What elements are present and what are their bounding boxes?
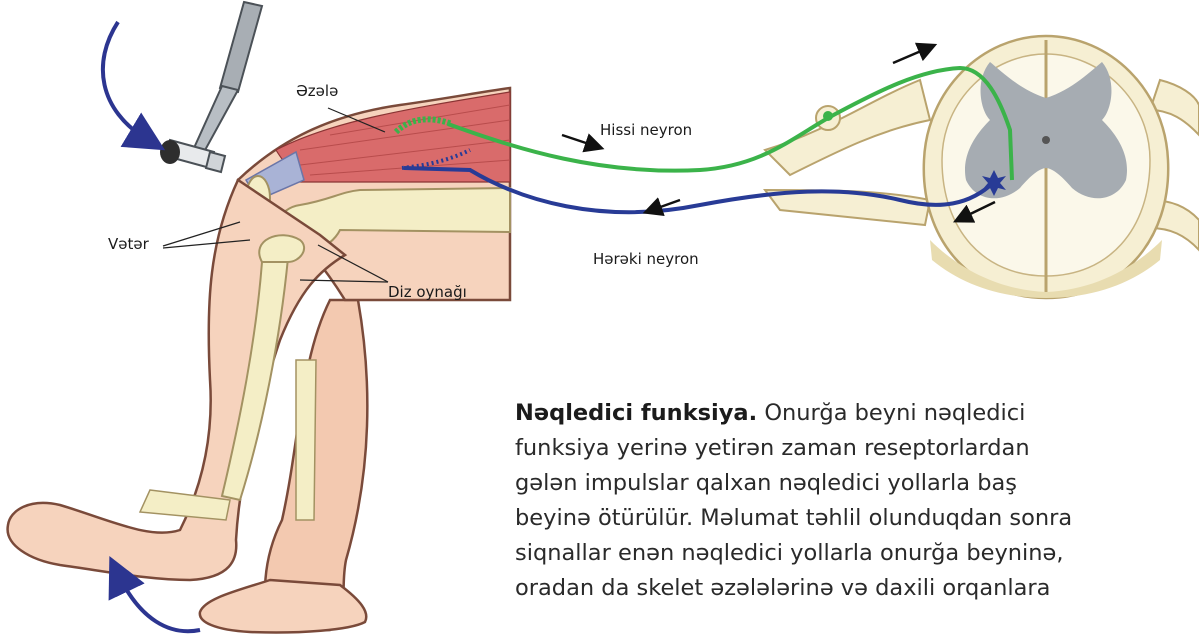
tap-arrow xyxy=(103,22,148,140)
paragraph-line-1: Onurğa beyni nəqledici xyxy=(764,400,1025,426)
reflex-hammer xyxy=(160,2,262,172)
label-sensory-neuron: Hissi neyron xyxy=(600,121,692,139)
arrow-sensory-in xyxy=(562,135,595,146)
paragraph-line-3: gələn impulslar qalxan nəqledici yollarl… xyxy=(515,466,1199,501)
paragraph-line-6: oradan da skelet əzələlərinə və daxili o… xyxy=(515,571,1199,606)
label-muscle: Əzələ xyxy=(296,82,338,100)
paragraph-line-2: funksiya yerinə yetirən zaman reseptorla… xyxy=(515,431,1199,466)
label-tendon: Vətər xyxy=(108,235,149,253)
back-foot xyxy=(200,580,366,633)
description-paragraph: Nəqledici funksiya. Onurğa beyni nəqledi… xyxy=(515,396,1199,606)
paragraph-heading: Nəqledici funksiya. xyxy=(515,400,757,426)
paragraph-line-4: beyinə ötürülür. Məlumat təhlil olunduqd… xyxy=(515,501,1199,536)
arrow-sensory-up xyxy=(893,48,928,63)
spinal-cord xyxy=(924,36,1168,298)
label-motor-neuron: Hərəki neyron xyxy=(593,250,699,268)
label-knee-joint: Diz oynağı xyxy=(388,283,467,301)
kick-arrow xyxy=(118,574,200,631)
paragraph-line-5: siqnallar enən nəqledici yollarla onurğa… xyxy=(515,536,1199,571)
